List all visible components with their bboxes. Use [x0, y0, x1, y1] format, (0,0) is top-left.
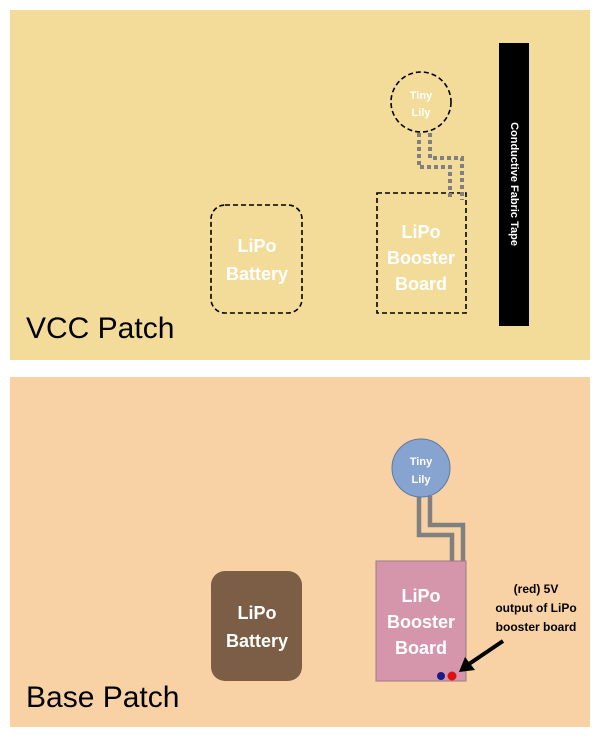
vcc-patch-background [10, 10, 590, 360]
red-5v-pin [447, 671, 457, 681]
conductive-fabric-tape-label: Conductive Fabric Tape [508, 122, 520, 246]
vcc-battery-label-line2: Battery [226, 264, 288, 284]
annotation-line3: booster board [496, 620, 577, 634]
annotation-line1: (red) 5V [514, 582, 559, 596]
vcc-booster-label-line1: LiPo [402, 222, 441, 242]
base-battery-label-line1: LiPo [238, 603, 277, 623]
base-battery [211, 571, 302, 681]
vcc-battery-label-line1: LiPo [238, 236, 277, 256]
base-tiny-lily-label-line2: Lily [412, 474, 432, 486]
vcc-tiny-lily-outline [390, 71, 452, 133]
vcc-patch-title: VCC Patch [26, 312, 174, 345]
vcc-battery-outline [210, 204, 303, 314]
base-booster-label-line1: LiPo [402, 586, 441, 606]
base-trace-left [416, 496, 455, 563]
base-tiny-lily-label-line1: Tiny [410, 456, 433, 468]
conductive-fabric-tape [499, 43, 529, 326]
base-trace-right [427, 496, 466, 563]
annotation-arrow-head [459, 657, 475, 672]
base-tiny-lily [391, 438, 451, 498]
vcc-booster-label-line2: Booster [387, 248, 455, 268]
base-booster-board [375, 560, 467, 682]
vcc-booster-outline [376, 192, 467, 314]
vcc-trace-right [428, 133, 464, 200]
vcc-booster-label-line3: Board [395, 274, 447, 294]
annotation-line2: output of LiPo [495, 601, 576, 615]
base-patch-title: Base Patch [26, 681, 179, 714]
base-patch: LiPo Battery LiPo Booster Board Tiny Lil… [10, 377, 590, 727]
annotation-arrow-shaft [467, 639, 505, 666]
base-booster-label-line3: Board [395, 638, 447, 658]
base-patch-background [10, 377, 590, 727]
vcc-tiny-lily-label-line1: Tiny [410, 90, 433, 102]
base-booster-label-line2: Booster [387, 612, 455, 632]
ground-pin [437, 672, 445, 680]
vcc-tiny-lily-label-line2: Lily [412, 107, 432, 119]
vcc-trace-left [417, 133, 452, 200]
base-battery-label-line2: Battery [226, 631, 288, 651]
vcc-patch: LiPo Battery LiPo Booster Board Tiny Lil… [10, 10, 590, 360]
